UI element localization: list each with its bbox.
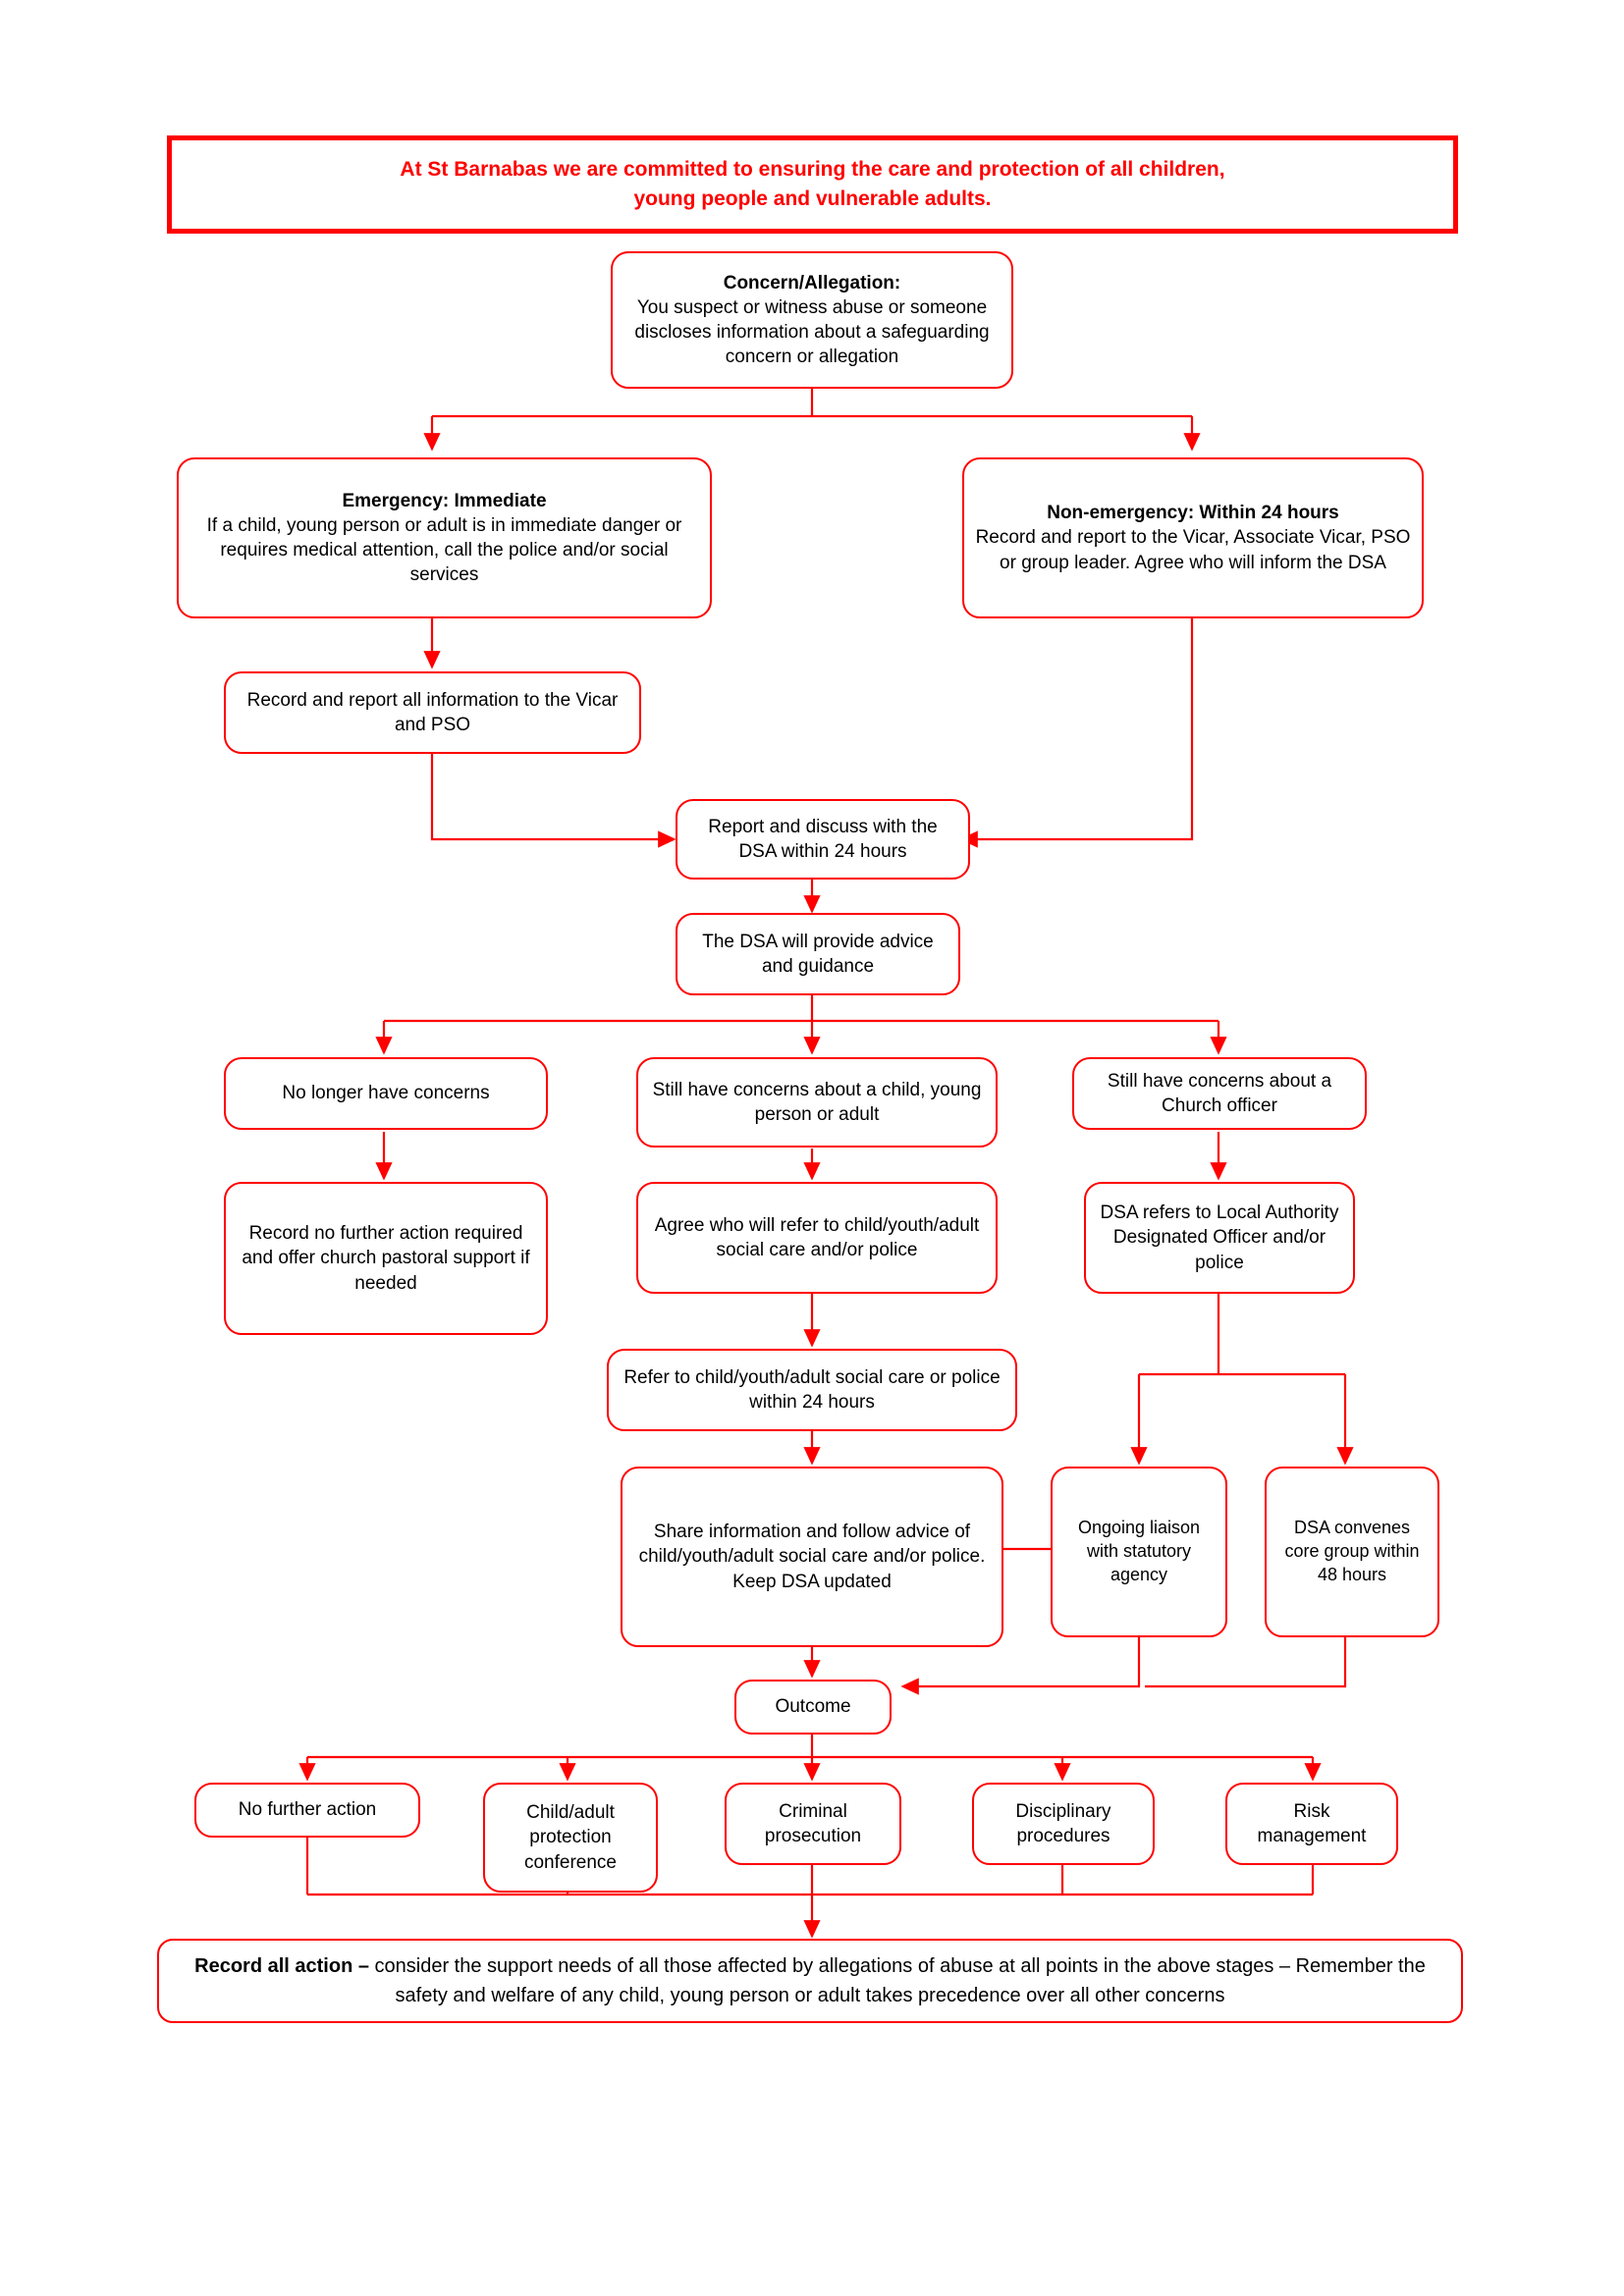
node-ongoing-liaison: Ongoing liaison with statutory agency (1051, 1467, 1227, 1637)
node-emergency-title: Emergency: Immediate (342, 490, 547, 511)
node-no-longer-concerns: No longer have concerns (224, 1057, 548, 1130)
node-share-information: Share information and follow advice of c… (621, 1467, 1003, 1647)
node-dsa-core-group-body: DSA convenes core group within 48 hours (1284, 1518, 1420, 1584)
node-concern-allegation: Concern/Allegation: You suspect or witne… (611, 251, 1013, 389)
node-still-concerns-church-officer: Still have concerns about a Church offic… (1072, 1057, 1367, 1130)
node-agree-who-refer-body: Agree who will refer to child/youth/adul… (654, 1214, 980, 1260)
node-no-further-action: No further action (194, 1783, 420, 1838)
commitment-banner-line2: young people and vulnerable adults. (633, 187, 992, 210)
node-concern-allegation-body: You suspect or witness abuse or someone … (634, 296, 990, 368)
commitment-banner-line1: At St Barnabas we are committed to ensur… (400, 157, 1225, 181)
node-dsa-advice: The DSA will provide advice and guidance (676, 913, 960, 995)
node-criminal-prosecution-body: Criminal prosecution (764, 1800, 862, 1846)
node-dsa-refers-lado-body: DSA refers to Local Authority Designated… (1100, 1202, 1339, 1273)
record-all-action-lead: Record all action – (194, 1955, 375, 1977)
node-non-emergency: Non-emergency: Within 24 hours Record an… (962, 457, 1424, 618)
node-agree-who-refer: Agree who will refer to child/youth/adul… (636, 1182, 998, 1294)
node-dsa-refers-lado: DSA refers to Local Authority Designated… (1084, 1182, 1355, 1294)
node-concern-allegation-title: Concern/Allegation: (723, 272, 901, 294)
node-share-information-body: Share information and follow advice of c… (638, 1522, 986, 1592)
node-report-discuss-dsa: Report and discuss with the DSA within 2… (676, 799, 970, 880)
node-record-no-further-action-body: Record no further action required and of… (242, 1223, 530, 1294)
node-criminal-prosecution: Criminal prosecution (725, 1783, 901, 1865)
node-disciplinary-procedures: Disciplinary procedures (972, 1783, 1155, 1865)
node-ongoing-liaison-body: Ongoing liaison with statutory agency (1077, 1518, 1201, 1584)
node-record-no-further-action: Record no further action required and of… (224, 1182, 548, 1335)
node-outcome: Outcome (734, 1680, 892, 1735)
node-refer-within-24-hours: Refer to child/youth/adult social care o… (607, 1349, 1017, 1431)
record-all-action-rest: consider the support needs of all those … (374, 1955, 1426, 2006)
commitment-banner: At St Barnabas we are committed to ensur… (167, 135, 1458, 234)
node-dsa-core-group: DSA convenes core group within 48 hours (1265, 1467, 1439, 1637)
node-risk-management-body: Risk management (1257, 1800, 1367, 1846)
node-protection-conference: Child/adult protection conference (483, 1783, 658, 1893)
node-still-concerns-person: Still have concerns about a child, young… (636, 1057, 998, 1148)
node-refer-within-24-hours-body: Refer to child/youth/adult social care o… (623, 1366, 1001, 1413)
node-emergency: Emergency: Immediate If a child, young p… (177, 457, 712, 618)
node-protection-conference-body: Child/adult protection conference (523, 1802, 617, 1873)
node-disciplinary-procedures-body: Disciplinary procedures (1015, 1800, 1111, 1846)
node-report-discuss-dsa-body: Report and discuss with the DSA within 2… (708, 816, 938, 862)
node-non-emergency-title: Non-emergency: Within 24 hours (1047, 503, 1339, 524)
node-record-report-vicar-pso-body: Record and report all information to the… (246, 689, 619, 735)
node-non-emergency-body: Record and report to the Vicar, Associat… (975, 527, 1411, 573)
node-still-concerns-person-body: Still have concerns about a child, young… (652, 1079, 982, 1125)
node-emergency-body: If a child, young person or adult is in … (206, 514, 682, 586)
record-all-action-banner: Record all action – consider the support… (157, 1939, 1463, 2023)
node-no-longer-concerns-body: No longer have concerns (282, 1083, 490, 1104)
node-outcome-body: Outcome (775, 1696, 851, 1718)
node-record-report-vicar-pso: Record and report all information to the… (224, 671, 641, 754)
node-still-concerns-church-officer-body: Still have concerns about a Church offic… (1107, 1070, 1332, 1116)
node-risk-management: Risk management (1225, 1783, 1398, 1865)
node-dsa-advice-body: The DSA will provide advice and guidance (702, 931, 934, 977)
node-no-further-action-body: No further action (238, 1799, 377, 1821)
